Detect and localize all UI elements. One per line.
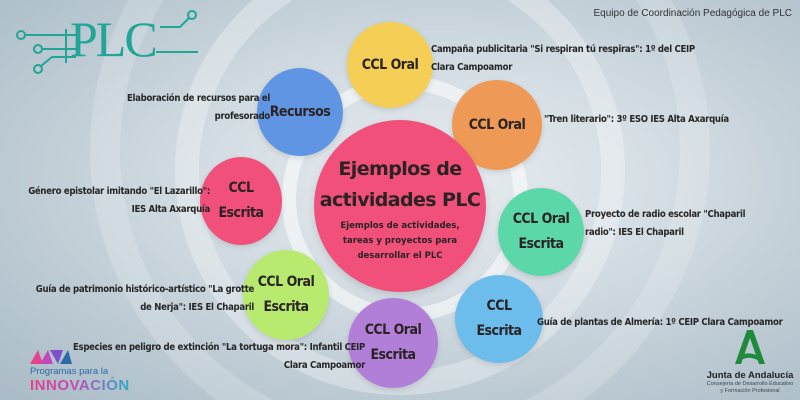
innovation-programs-logo: Programas para la INNOVACIÓN (30, 350, 130, 394)
central-subtitle-line1: Ejemplos de actividades, (340, 220, 460, 231)
node-label: CCL (228, 180, 254, 196)
central-topic: Ejemplos de actividades PLC Ejemplos de … (314, 120, 486, 292)
node-description-ccl-oral-right: "Tren literario": 3º ESO IES Alta Axarqu… (544, 114, 729, 125)
node-description-ccl-oral-top: Campaña publicitaria "Si respiran tú res… (431, 44, 695, 73)
circuit-lines-icon (16, 10, 198, 74)
central-subtitle-line3: desarrollar el PLC (357, 250, 443, 261)
node-ccl-oral-top: CCL Oral (347, 22, 433, 108)
junta-dept-line1: Consejería de Desarrollo Educativo (706, 381, 794, 387)
innovation-mark-icon (30, 350, 72, 364)
central-subtitle-line2: tareas y proyectos para (342, 235, 458, 246)
node-recursos: Recursos (257, 68, 343, 156)
node-label: CCL Oral (257, 274, 315, 290)
node-ccl-escrita-left: CCL Escrita (200, 157, 282, 245)
node-label: Escrita (370, 347, 416, 363)
node-label: Escrita (476, 323, 522, 339)
node-description-ccl-oral-escrita-bottom: Especies en peligro de extinción "La tor… (73, 342, 365, 371)
node-label: Escrita (263, 299, 309, 315)
node-description-ccl-oral-escrita-left: Guía de patrimonio histórico-artístico "… (35, 284, 255, 313)
central-title-line2: actividades PLC (319, 188, 481, 211)
node-ccl-oral-right: CCL Oral (452, 80, 542, 170)
node-label: CCL Oral (364, 322, 422, 338)
header-title: Equipo de Coordinación Pedagógica de PLC (593, 8, 792, 19)
central-title-line1: Ejemplos de (338, 157, 462, 180)
node-ccl-oral-escrita-left: CCL Oral Escrita (243, 250, 329, 340)
junta-name: Junta de Andalucía (706, 370, 794, 381)
node-label: CCL Oral (468, 116, 526, 133)
plc-logo: PLC (8, 5, 198, 75)
node-description-recursos: Elaboración de recursos para el profesor… (127, 93, 270, 122)
node-label: Recursos (269, 103, 331, 120)
innovation-line2: INNOVACIÓN (30, 377, 130, 394)
node-label: CCL Oral (512, 211, 570, 227)
node-description-ccl-escrita-left: Género epistolar imitando "El Lazarillo"… (28, 186, 210, 215)
node-label: Escrita (518, 236, 564, 252)
node-description-ccl-oral-escrita-right: Proyecto de radio escolar "Chaparil radi… (585, 209, 746, 238)
node-description-ccl-escrita-bottom-right: Guía de plantas de Almería: 1º CEIP Clar… (537, 317, 783, 328)
node-ccl-oral-escrita-bottom: CCL Oral Escrita (348, 298, 438, 388)
node-ccl-oral-escrita-right: CCL Oral Escrita (498, 188, 584, 276)
innovation-line1: Programas para la (30, 366, 109, 377)
node-label: CCL Oral (361, 56, 419, 73)
plc-logo-text: PLC (70, 11, 158, 67)
node-label: CCL (486, 298, 512, 314)
junta-andalucia-logo: Junta de Andalucía Consejería de Desarro… (700, 330, 800, 395)
node-label: Escrita (218, 205, 264, 221)
node-ccl-escrita-bottom-right: CCL Escrita (455, 275, 543, 363)
junta-dept-line2: y Formación Profesional (720, 388, 780, 394)
andalucia-a-icon (735, 330, 765, 364)
